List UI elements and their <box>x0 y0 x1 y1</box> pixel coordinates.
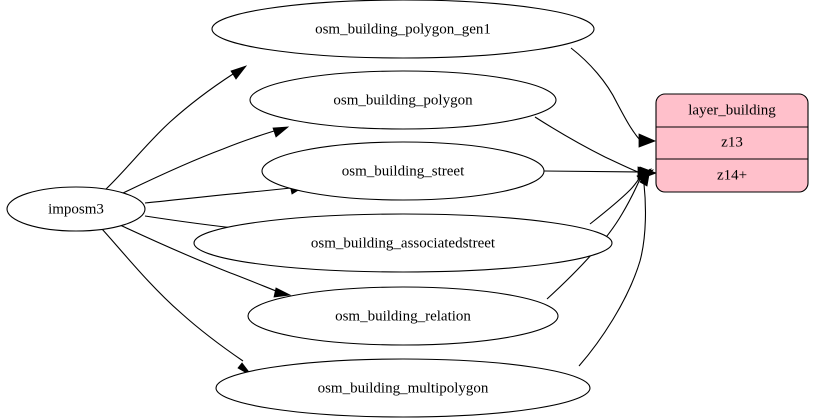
edge-imposm3-to-osm_building_street <box>144 184 307 204</box>
node-osm_building_polygon_gen1[interactable]: osm_building_polygon_gen1 <box>211 0 595 59</box>
edge-imposm3-to-osm_building_polygon_gen1 <box>104 65 248 191</box>
node-osm_building_relation[interactable]: osm_building_relation <box>247 286 559 346</box>
node-osm_building_street-shape[interactable] <box>261 141 545 201</box>
edge-imposm3-to-osm_building_polygon <box>120 126 290 195</box>
edge-group-tables-to-layer <box>534 47 658 367</box>
node-osm_building_polygon-label: osm_building_polygon <box>333 92 473 108</box>
node-osm_building_multipolygon-label: osm_building_multipolygon <box>318 380 489 396</box>
node-imposm3-shape[interactable] <box>6 186 146 232</box>
node-osm_building_polygon-shape[interactable] <box>249 70 557 130</box>
node-osm_building_associatedstreet-shape[interactable] <box>193 213 613 273</box>
edge-imposm3-to-osm_building_relation <box>119 224 292 298</box>
node-osm_building_street[interactable]: osm_building_street <box>261 141 545 201</box>
node-osm_building_multipolygon[interactable]: osm_building_multipolygon <box>215 358 591 418</box>
node-imposm3[interactable]: imposm3 <box>6 186 146 232</box>
node-layer_building[interactable]: layer_building z13 z14+ <box>655 93 809 193</box>
edge-osm_building_polygon-to-layer_building-z14plus <box>534 116 657 180</box>
edge-osm_building_multipolygon-to-layer_building-z14plus <box>578 168 651 367</box>
node-osm_building_polygon[interactable]: osm_building_polygon <box>249 70 557 130</box>
layer_building-z14plus-label: z14+ <box>717 167 747 183</box>
layer_building-z13-label: z13 <box>721 134 743 150</box>
node-osm_building_polygon_gen1-label: osm_building_polygon_gen1 <box>315 21 491 37</box>
node-imposm3-label: imposm3 <box>48 201 104 217</box>
node-osm_building_multipolygon-shape[interactable] <box>215 358 591 418</box>
layer_building-title-label: layer_building <box>688 102 776 118</box>
node-osm_building_street-label: osm_building_street <box>342 163 465 179</box>
node-osm_building_associatedstreet-label: osm_building_associatedstreet <box>311 235 496 251</box>
node-osm_building_relation-shape[interactable] <box>247 286 559 346</box>
edge-osm_building_polygon_gen1-to-layer_building-z13 <box>570 47 657 148</box>
node-osm_building_polygon_gen1-shape[interactable] <box>211 0 595 59</box>
node-layer_building-box[interactable] <box>655 93 809 193</box>
node-osm_building_relation-label: osm_building_relation <box>335 308 471 324</box>
node-osm_building_associatedstreet[interactable]: osm_building_associatedstreet <box>193 213 613 273</box>
